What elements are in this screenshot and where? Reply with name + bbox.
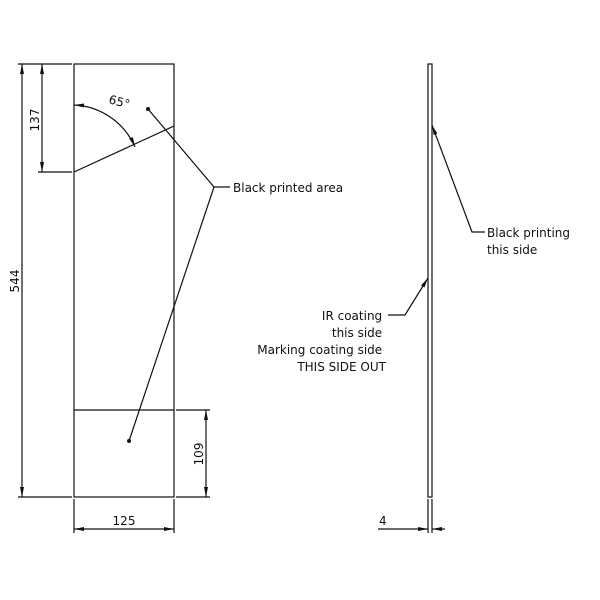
label-black-printed-area: Black printed area <box>233 181 343 195</box>
top-zone-boundary <box>73 125 175 173</box>
dim-thickness: 4 <box>379 514 387 528</box>
leader-dot-bottom <box>127 439 131 443</box>
leader-black-area-bottom <box>128 186 215 442</box>
dim-top-zone: 137 <box>28 109 42 132</box>
angle-arc <box>73 103 136 148</box>
leader-black-area-top <box>147 108 230 188</box>
dim-bottom-zone: 109 <box>192 443 206 466</box>
label-black-printing: Black printing this side <box>487 226 574 257</box>
leader-ir-coating <box>388 277 429 316</box>
label-outline <box>73 63 175 498</box>
dim-total-height: 544 <box>8 270 22 293</box>
dim-width: 125 <box>113 514 136 528</box>
angle-label: 65° <box>107 92 131 111</box>
plate-side-view <box>427 63 433 498</box>
label-ir-coating: IR coating this side Marking coating sid… <box>257 309 386 374</box>
leader-dot-top <box>146 107 150 111</box>
leader-black-printing <box>431 124 485 233</box>
